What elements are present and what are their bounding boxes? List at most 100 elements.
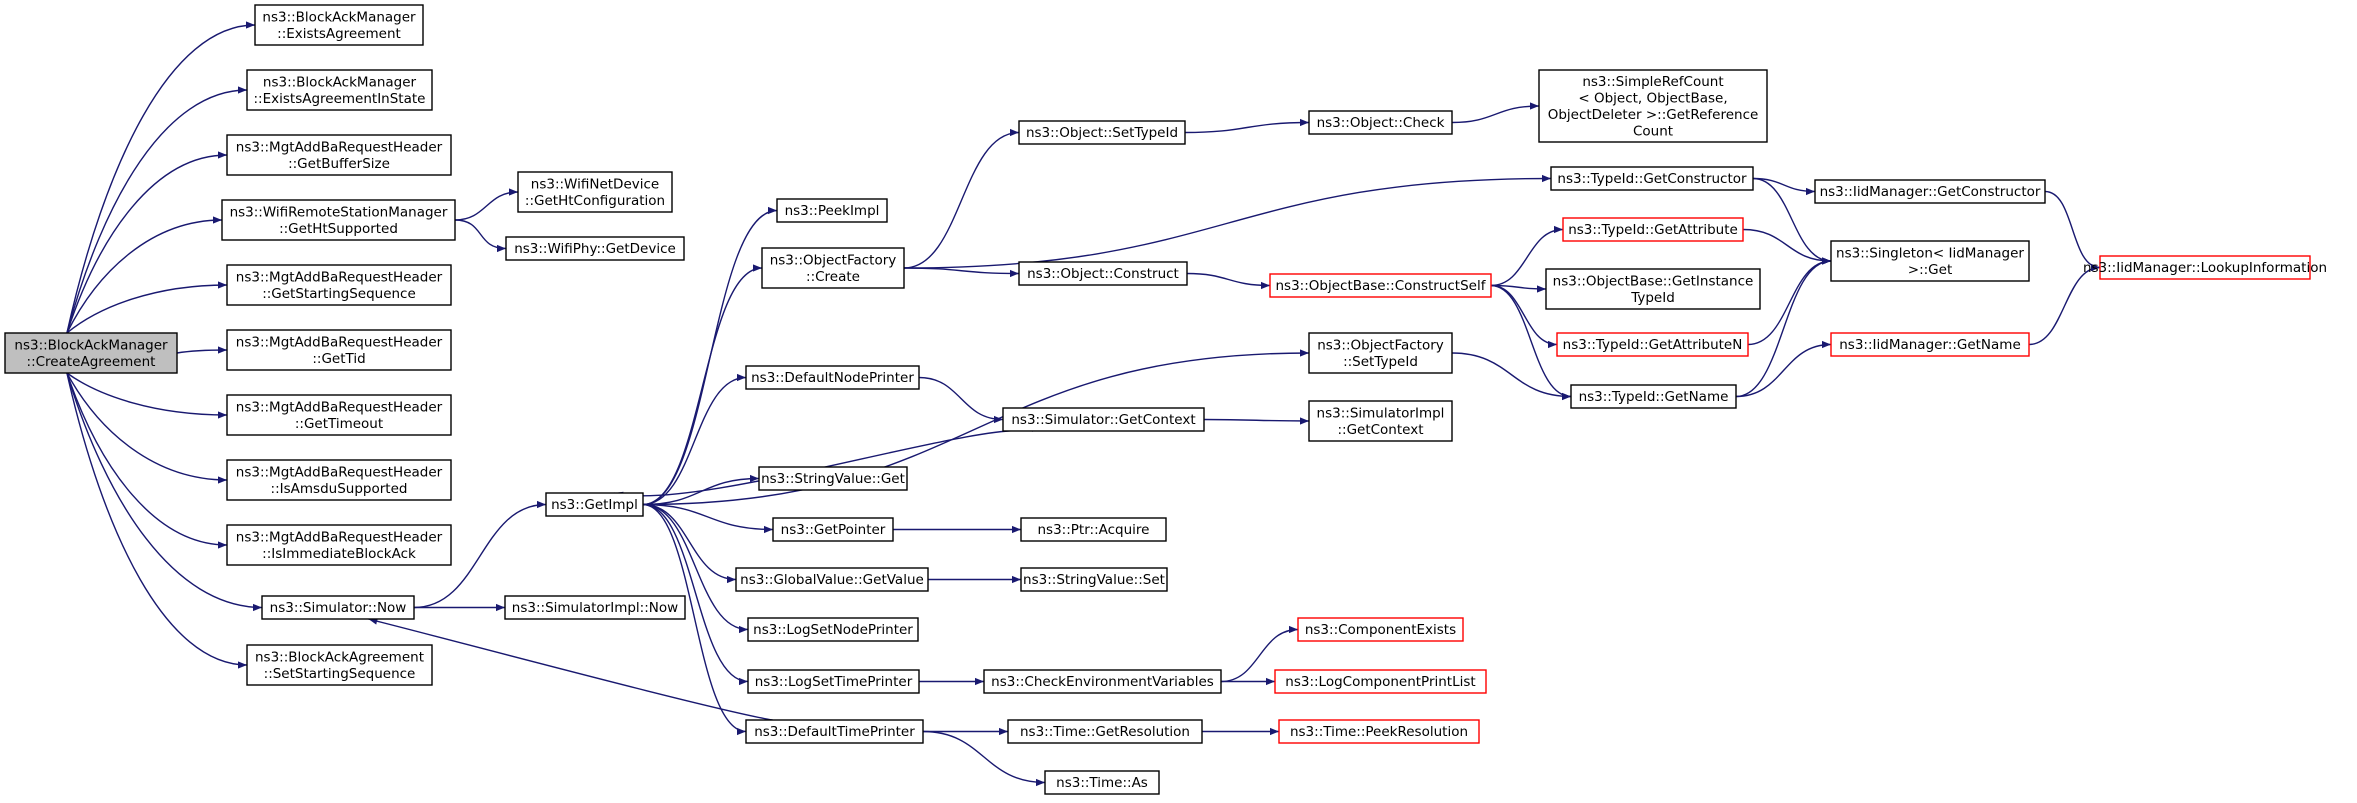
node-box[interactable] (505, 236, 685, 261)
node-lookup-information[interactable]: ns3::IidManager::LookupInformation (2083, 255, 2327, 280)
node-box[interactable] (1538, 69, 1768, 143)
node-box[interactable] (1002, 407, 1205, 432)
node-box[interactable] (1044, 770, 1160, 795)
node-set-starting-sequence[interactable]: ns3::BlockAckAgreement::SetStartingSeque… (246, 644, 433, 686)
node-is-amsdu-supported[interactable]: ns3::MgtAddBaRequestHeader::IsAmsduSuppo… (226, 459, 452, 501)
node-simple-ref-count[interactable]: ns3::SimpleRefCount< Object, ObjectBase,… (1538, 69, 1768, 143)
node-box[interactable] (1830, 240, 2030, 282)
node-wifi-phy-get-device[interactable]: ns3::WifiPhy::GetDevice (505, 236, 685, 261)
node-get-ht-configuration[interactable]: ns3::WifiNetDevice::GetHtConfiguration (517, 171, 673, 213)
node-object-check[interactable]: ns3::Object::Check (1308, 110, 1453, 135)
node-string-value-set[interactable]: ns3::StringValue::Set (1020, 567, 1168, 592)
node-default-node-printer[interactable]: ns3::DefaultNodePrinter (745, 365, 920, 390)
node-get-tid[interactable]: ns3::MgtAddBaRequestHeader::GetTid (226, 329, 452, 371)
node-box[interactable] (1018, 120, 1186, 145)
node-simulator-now[interactable]: ns3::Simulator::Now (261, 595, 415, 620)
node-box[interactable] (1269, 273, 1492, 298)
node-type-id-get-name[interactable]: ns3::TypeId::GetName (1570, 384, 1737, 409)
node-box[interactable] (983, 669, 1222, 694)
node-box[interactable] (545, 492, 644, 517)
node-box[interactable] (4, 332, 178, 374)
node-box[interactable] (1545, 268, 1761, 310)
node-exists-agreement-in-state[interactable]: ns3::BlockAckManager::ExistsAgreementInS… (246, 69, 433, 111)
node-simulator-impl-get-context[interactable]: ns3::SimulatorImpl::GetContext (1308, 400, 1453, 442)
node-type-id-get-attribute[interactable]: ns3::TypeId::GetAttribute (1562, 217, 1744, 242)
node-box[interactable] (2099, 255, 2311, 280)
node-box[interactable] (1297, 617, 1464, 642)
node-construct-self[interactable]: ns3::ObjectBase::ConstructSelf (1269, 273, 1492, 298)
node-type-id-get-attribute-n[interactable]: ns3::TypeId::GetAttributeN (1556, 332, 1749, 357)
node-object-factory-create[interactable]: ns3::ObjectFactory::Create (761, 247, 905, 289)
node-object-factory-set-type-id[interactable]: ns3::ObjectFactory::SetTypeId (1308, 332, 1453, 374)
node-box[interactable] (1562, 217, 1744, 242)
node-box[interactable] (226, 134, 452, 176)
node-simulator-get-context[interactable]: ns3::Simulator::GetContext (1002, 407, 1205, 432)
node-box[interactable] (1308, 400, 1453, 442)
node-box[interactable] (1018, 261, 1188, 286)
node-component-exists[interactable]: ns3::ComponentExists (1297, 617, 1464, 642)
node-box[interactable] (1556, 332, 1749, 357)
node-box[interactable] (761, 247, 905, 289)
node-log-set-time-printer[interactable]: ns3::LogSetTimePrinter (747, 669, 920, 694)
node-box[interactable] (1308, 332, 1453, 374)
node-box[interactable] (772, 517, 894, 542)
node-box[interactable] (735, 567, 929, 592)
node-get-timeout[interactable]: ns3::MgtAddBaRequestHeader::GetTimeout (226, 394, 452, 436)
node-box[interactable] (226, 394, 452, 436)
node-box[interactable] (776, 198, 888, 223)
node-log-set-node-printer[interactable]: ns3::LogSetNodePrinter (747, 617, 919, 642)
node-log-component-print-list[interactable]: ns3::LogComponentPrintList (1274, 669, 1487, 694)
node-box[interactable] (747, 669, 920, 694)
node-get-ht-supported[interactable]: ns3::WifiRemoteStationManager::GetHtSupp… (221, 199, 456, 241)
node-box[interactable] (1814, 179, 2046, 204)
node-string-value-get[interactable]: ns3::StringValue::Get (758, 466, 908, 491)
node-box[interactable] (226, 459, 452, 501)
node-exists-agreement[interactable]: ns3::BlockAckManager::ExistsAgreement (254, 4, 424, 46)
node-iid-get-name[interactable]: ns3::IidManager::GetName (1830, 332, 2030, 357)
node-is-immediate-block-ack[interactable]: ns3::MgtAddBaRequestHeader::IsImmediateB… (226, 524, 452, 566)
node-box[interactable] (221, 199, 456, 241)
node-object-construct[interactable]: ns3::Object::Construct (1018, 261, 1188, 286)
node-box[interactable] (1550, 166, 1754, 191)
node-box[interactable] (745, 719, 924, 744)
node-box[interactable] (254, 4, 424, 46)
node-box[interactable] (504, 595, 686, 620)
node-check-env-vars[interactable]: ns3::CheckEnvironmentVariables (983, 669, 1222, 694)
node-get-buffer-size[interactable]: ns3::MgtAddBaRequestHeader::GetBufferSiz… (226, 134, 452, 176)
node-box[interactable] (226, 329, 452, 371)
node-box[interactable] (1274, 669, 1487, 694)
node-global-value-get-value[interactable]: ns3::GlobalValue::GetValue (735, 567, 929, 592)
node-box[interactable] (1278, 719, 1480, 744)
node-box[interactable] (758, 466, 908, 491)
node-peek-impl[interactable]: ns3::PeekImpl (776, 198, 888, 223)
node-box[interactable] (1007, 719, 1203, 744)
node-box[interactable] (1020, 517, 1167, 542)
node-ptr-acquire[interactable]: ns3::Ptr::Acquire (1020, 517, 1167, 542)
node-box[interactable] (226, 524, 452, 566)
node-box[interactable] (246, 644, 433, 686)
node-box[interactable] (747, 617, 919, 642)
node-type-id-get-constructor[interactable]: ns3::TypeId::GetConstructor (1550, 166, 1754, 191)
node-time-get-resolution[interactable]: ns3::Time::GetResolution (1007, 719, 1203, 744)
node-singleton-get[interactable]: ns3::Singleton< IidManager>::Get (1830, 240, 2030, 282)
node-box[interactable] (226, 264, 452, 306)
node-get-starting-sequence[interactable]: ns3::MgtAddBaRequestHeader::GetStartingS… (226, 264, 452, 306)
node-time-peek-resolution[interactable]: ns3::Time::PeekResolution (1278, 719, 1480, 744)
node-box[interactable] (1020, 567, 1168, 592)
node-box[interactable] (1570, 384, 1737, 409)
node-get-impl[interactable]: ns3::GetImpl (545, 492, 644, 517)
node-default-time-printer[interactable]: ns3::DefaultTimePrinter (745, 719, 924, 744)
node-object-set-type-id[interactable]: ns3::Object::SetTypeId (1018, 120, 1186, 145)
node-box[interactable] (517, 171, 673, 213)
node-get-pointer[interactable]: ns3::GetPointer (772, 517, 894, 542)
node-box[interactable] (1830, 332, 2030, 357)
node-box[interactable] (1308, 110, 1453, 135)
node-iid-get-constructor[interactable]: ns3::IidManager::GetConstructor (1814, 179, 2046, 204)
node-box[interactable] (246, 69, 433, 111)
node-root[interactable]: ns3::BlockAckManager::CreateAgreement (4, 332, 178, 374)
node-time-as[interactable]: ns3::Time::As (1044, 770, 1160, 795)
node-box[interactable] (261, 595, 415, 620)
node-simulator-impl-now[interactable]: ns3::SimulatorImpl::Now (504, 595, 686, 620)
node-box[interactable] (745, 365, 920, 390)
